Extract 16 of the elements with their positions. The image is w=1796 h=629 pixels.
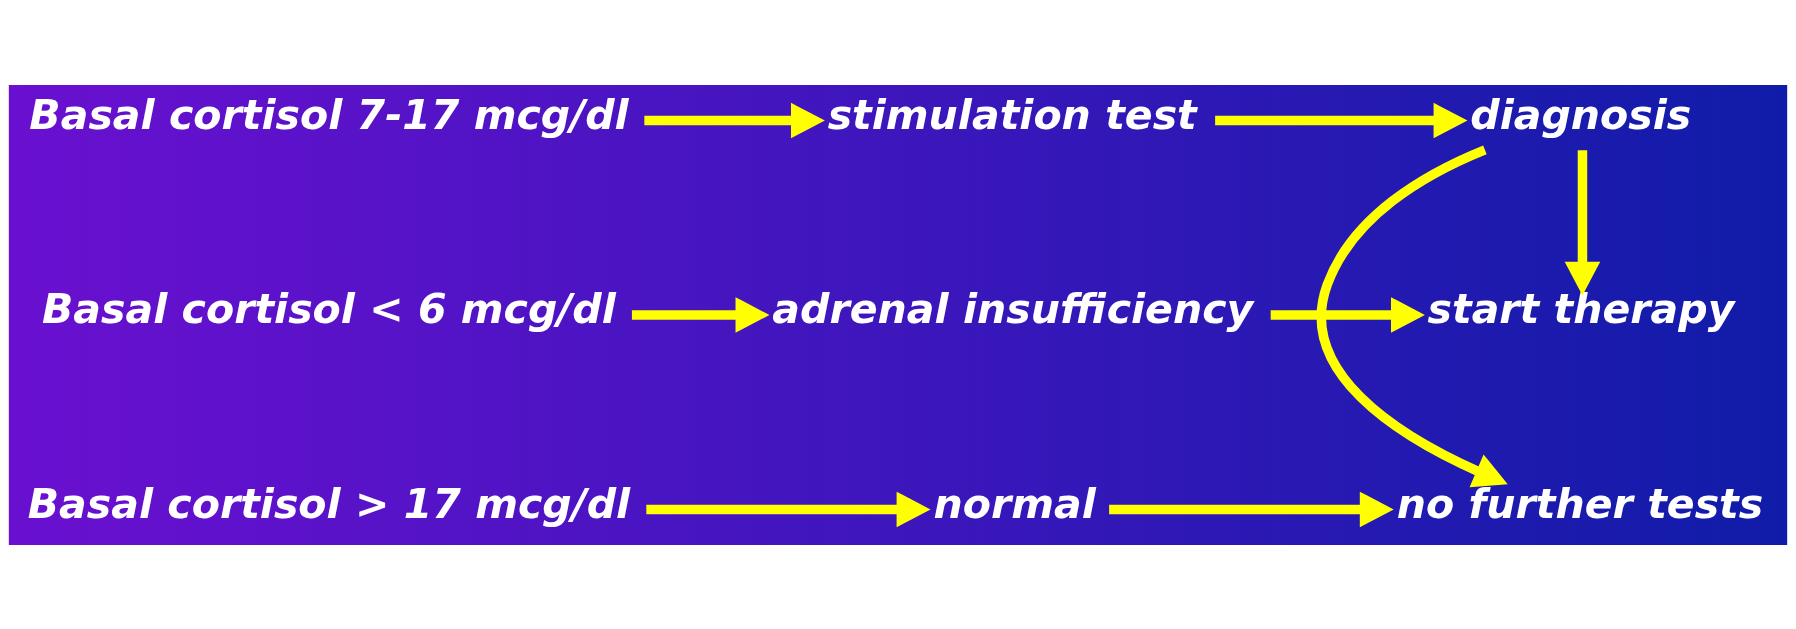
node-text: stimulation test xyxy=(827,90,1197,139)
arrow xyxy=(631,296,770,333)
arrow xyxy=(1109,491,1394,527)
arrow xyxy=(1317,144,1508,487)
arrow xyxy=(1564,149,1601,296)
arrow xyxy=(644,102,825,138)
node-text: diagnosis xyxy=(1470,90,1692,139)
arrow xyxy=(1215,102,1468,138)
node-text: start therapy xyxy=(1427,284,1735,333)
node-text: Basal cortisol 7-17 mcg/dl xyxy=(29,90,629,139)
node-text: Basal cortisol > 17 mcg/dl xyxy=(27,479,631,528)
node-text: adrenal insufficiency xyxy=(772,284,1254,333)
arrow xyxy=(646,491,931,527)
node-text: normal xyxy=(933,479,1096,528)
node-text: no further tests xyxy=(1396,479,1764,528)
node-text: Basal cortisol < 6 mcg/dl xyxy=(42,284,616,333)
